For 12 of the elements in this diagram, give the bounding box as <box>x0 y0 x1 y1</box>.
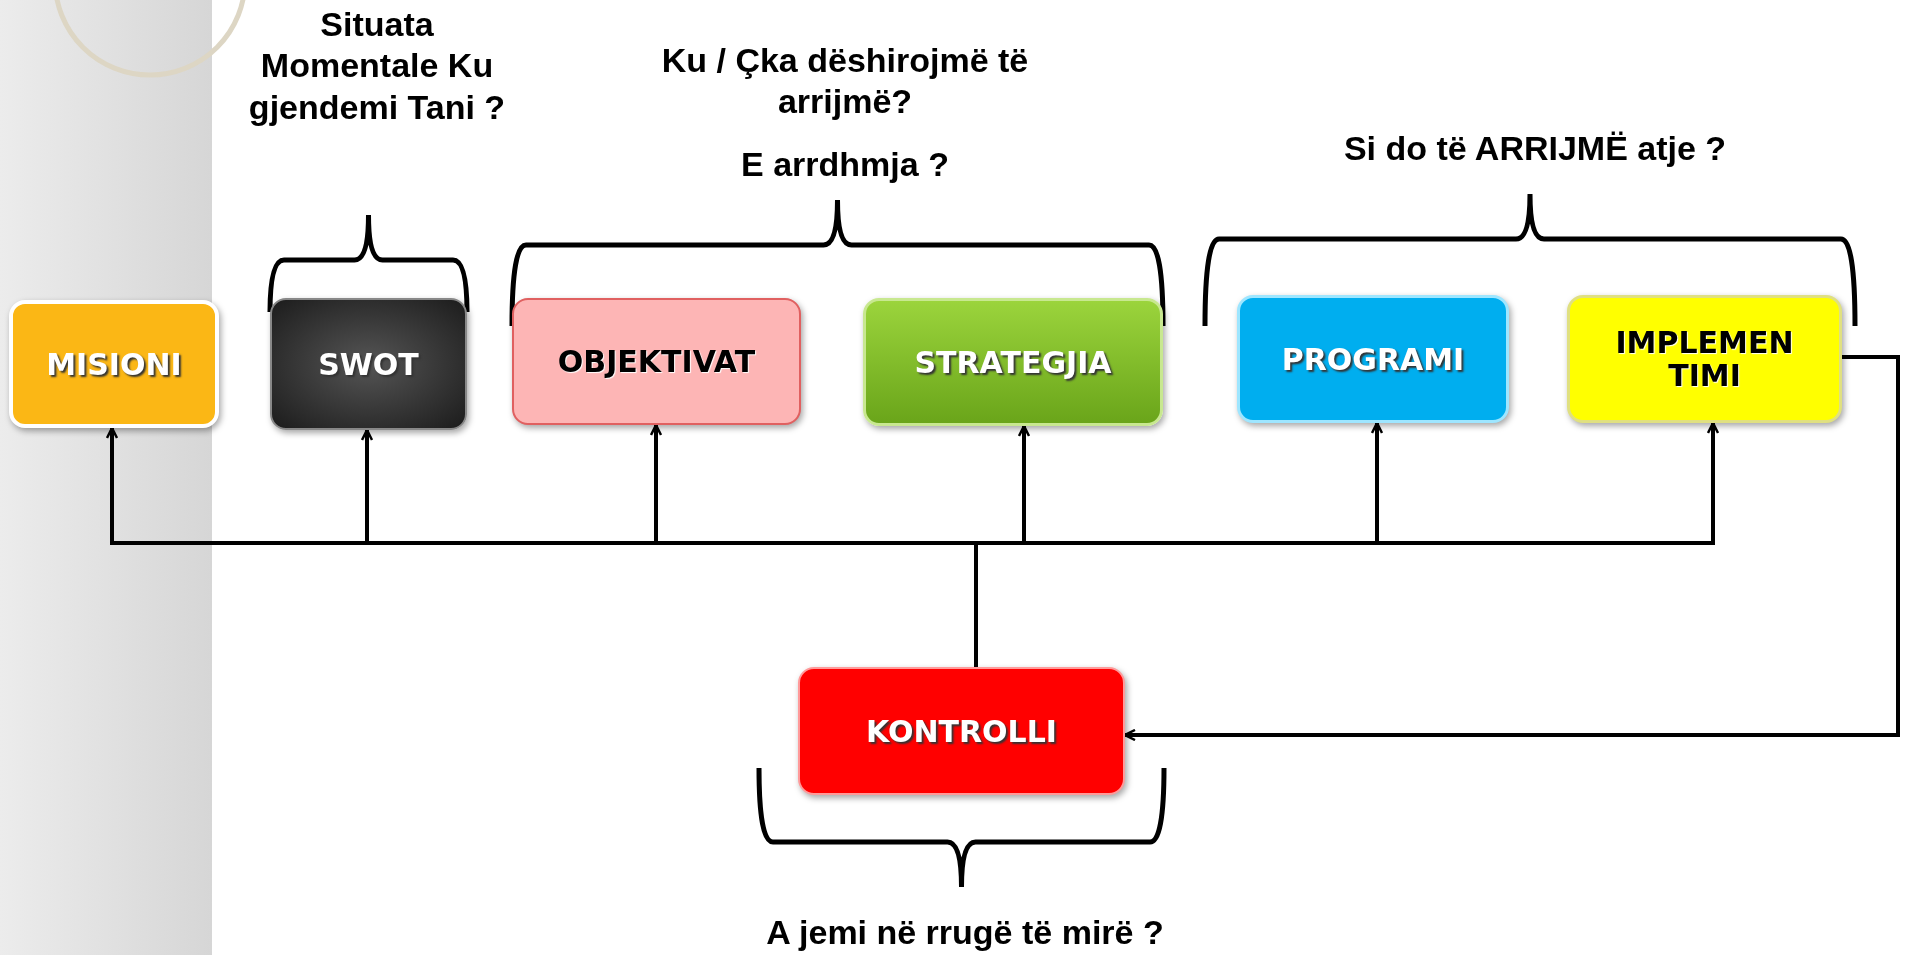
annotation-text: Si do të ARRIJMË atje ? <box>1342 128 1728 169</box>
program-box: PROGRAMI <box>1237 295 1509 423</box>
swot-box: SWOT <box>270 298 467 430</box>
arrow <box>1123 355 1900 742</box>
control-box: KONTROLLI <box>798 667 1125 795</box>
annotation-text: A jemi në rrugë të mirë ? <box>765 912 1165 953</box>
implementation-box: IMPLEMEN TIMI <box>1567 295 1842 423</box>
objectives-box: OBJEKTIVAT <box>512 298 801 425</box>
strategy-box: STRATEGJIA <box>863 298 1163 426</box>
annotation-text: Situata Momentale Ku gjendemi Tani ? <box>247 4 507 128</box>
annotation-text: Ku / Çka dëshirojmë të arrijmë? <box>660 40 1030 123</box>
annotation-text: E arrdhmja ? <box>740 144 950 185</box>
